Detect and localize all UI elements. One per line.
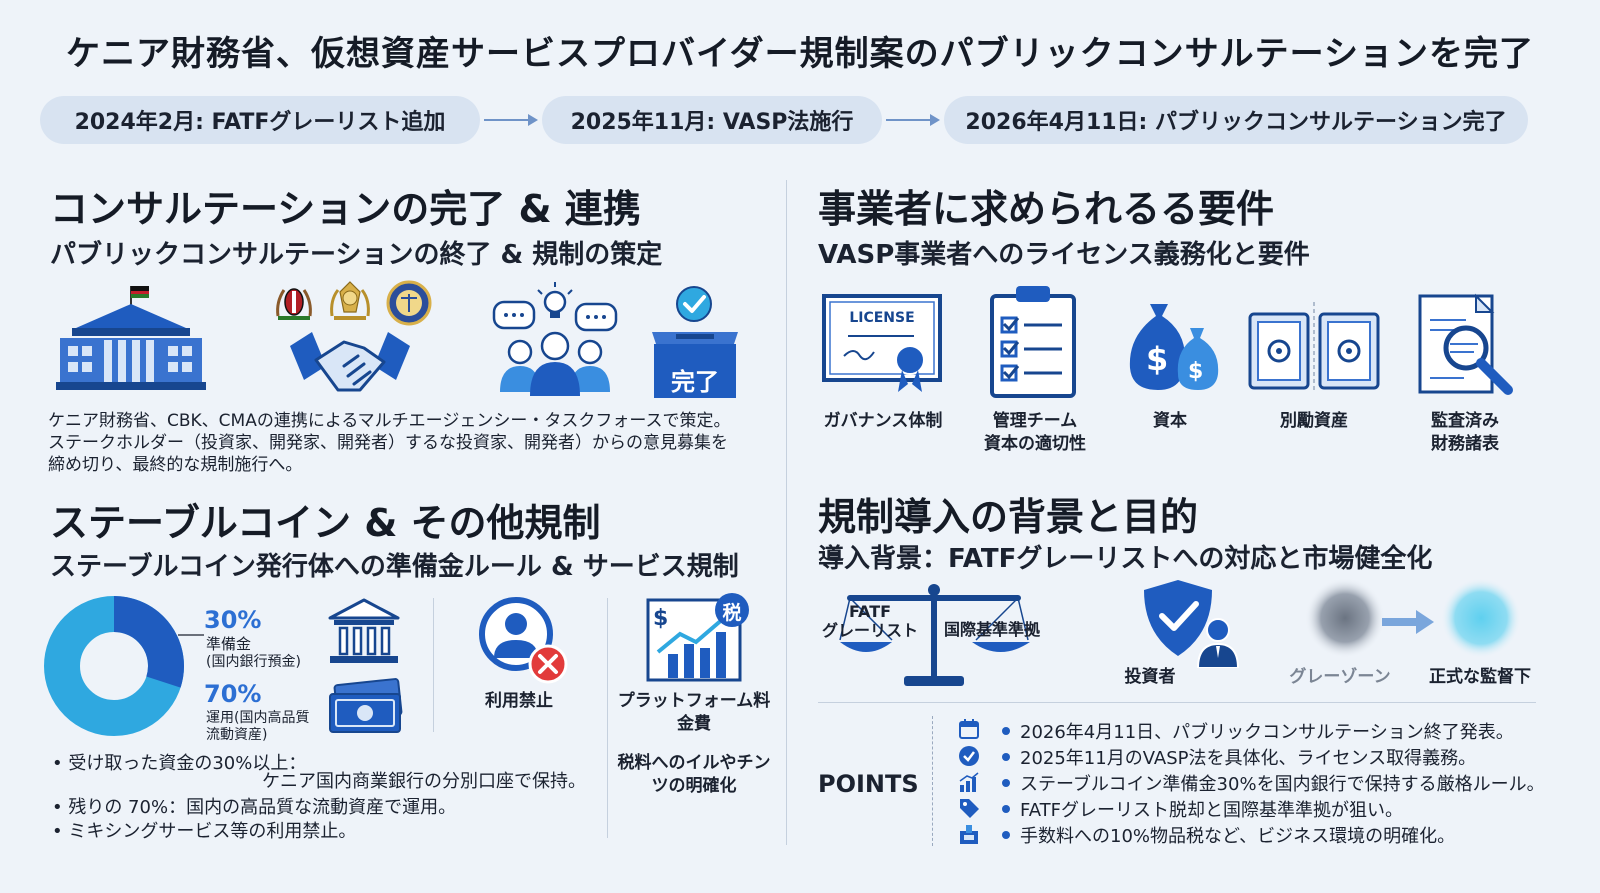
cma-seal-icon: [386, 280, 432, 326]
scale-right-label: 国際基準準拠: [944, 620, 1041, 639]
svg-text:$: $: [1146, 340, 1168, 378]
consult-heading: コンサルテーションの完了 & 連携: [50, 187, 641, 231]
divider: [433, 598, 434, 732]
timeline-arrow-icon: [886, 114, 940, 126]
req-governance: ガバナンス体制: [823, 411, 943, 431]
timeline-step-2: 2025年11月: VASP法施行: [542, 96, 882, 144]
point-text: 手数料への10%物品税など、ビジネス環境の明確化。: [1020, 826, 1456, 847]
timeline-step-1: 2024年2月: FATFグレーリスト追加: [40, 96, 480, 144]
completion-label: 完了: [671, 368, 719, 396]
bullet-operation: • 残りの 70%：国内の高品質な流動資産で運用。: [52, 797, 457, 818]
audited-statements-icon: [1414, 290, 1518, 400]
cbk-seal-icon: [326, 278, 374, 324]
gray-zone-label: グレーゾーン: [1289, 667, 1391, 687]
point-text: 2026年4月11日、パブリックコンサルテーション終了発表。: [1020, 722, 1514, 743]
point-item: FATFグレーリスト脱却と国際基準準拠が狙い。: [1002, 796, 1403, 822]
checklist-icon: [988, 282, 1078, 400]
transition-arrow-icon: [1382, 610, 1434, 634]
req-audited-statements: 監査済み 財務諸表: [1431, 411, 1499, 454]
safes-icon: [1248, 298, 1382, 394]
points-dashed-divider: [932, 716, 933, 846]
point-item: 手数料への10%物品税など、ビジネス環境の明確化。: [1002, 822, 1455, 848]
prohibited-label: 利用禁止: [485, 691, 553, 711]
operation-label: 運用(国内高品質: [206, 710, 310, 726]
user-prohibited-icon: [476, 596, 572, 688]
cash-icon: [326, 678, 406, 736]
formal-oversight-label: 正式な監督下: [1429, 667, 1531, 687]
coat-of-arms-icon: [272, 282, 316, 322]
check-circle-icon: [958, 745, 980, 767]
scale-left-label: FATF グレーリスト: [821, 602, 918, 640]
license-text: LICENSE: [849, 310, 915, 326]
req-segregated-assets: 別勵資産: [1280, 411, 1348, 431]
investor-label: 投資者: [1124, 667, 1176, 687]
tax-badge: 税: [722, 602, 742, 624]
background-heading: 規制導入の背景と目的: [818, 495, 1199, 539]
reserve-donut-chart: [44, 594, 214, 738]
divider: [607, 598, 608, 838]
point-item: ステーブルコイン準備金30%を国内銀行で保持する厳格ルール。: [1002, 770, 1545, 796]
column-divider: [786, 180, 787, 845]
tax-box-icon: [958, 823, 980, 845]
points-label: POINTS: [818, 770, 919, 798]
fee-chart-icon: [644, 592, 754, 684]
bullet-dot: [1002, 727, 1010, 735]
svg-text:$: $: [1188, 359, 1203, 384]
req-capital: 資本: [1153, 411, 1187, 431]
license-certificate-icon: [822, 294, 944, 398]
investor-shield-icon: [1140, 578, 1244, 668]
point-text: ステーブルコイン準備金30%を国内銀行で保持する厳格ルール。: [1020, 774, 1545, 795]
point-item: 2025年11月のVASP法を具体化、ライセンス取得義務。: [1002, 744, 1476, 770]
tag-icon: [958, 797, 980, 819]
platform-fee-label: プラットフォーム料金費: [617, 691, 771, 734]
bullet-dot: [1002, 805, 1010, 813]
balance-scale-icon: [834, 582, 1034, 690]
formal-oversight-icon: [1436, 578, 1526, 658]
page-title: ケニア財務省、仮想資産サービスプロバイダー規制案のパブリックコンサルテーションを…: [66, 34, 1534, 74]
team-ideas-icon: [490, 280, 620, 398]
bullet-dot: [1002, 779, 1010, 787]
point-item: 2026年4月11日、パブリックコンサルテーション終了発表。: [1002, 718, 1514, 744]
stablecoin-heading: ステーブルコイン & その他規制: [50, 501, 601, 545]
bank-icon: [326, 598, 402, 668]
stablecoin-subheading: ステーブルコイン発行体への準備金ルール & サービス規制: [50, 552, 739, 582]
bullet-reserve: • 受け取った資金の30%以上：: [52, 753, 307, 774]
calendar-icon: [958, 718, 980, 740]
bullet-dot: [1002, 831, 1010, 839]
points-divider: [818, 702, 1536, 703]
requirements-heading: 事業者に求められるる要件: [818, 187, 1275, 231]
reserve-percent: 30%: [204, 606, 262, 634]
consult-paragraph: ケニア財務省、CBK、CMAの連携によるマルチエージェンシー・タスクフォースで策…: [48, 411, 731, 475]
dollar-sign-icon: $: [653, 606, 669, 631]
government-building-icon: [56, 282, 206, 394]
gray-zone-icon: [1300, 578, 1390, 658]
bullet-mixing: • ミキシングサービス等の利用禁止。: [52, 821, 357, 842]
timeline-arrow-icon: [484, 114, 538, 126]
handshake-icon: [286, 326, 414, 398]
reserve-sublabel: (国内銀行預金): [206, 654, 301, 670]
completion-box-icon: [648, 284, 742, 400]
point-text: 2025年11月のVASP法を具体化、ライセンス取得義務。: [1020, 748, 1477, 769]
donut-segment-reserve: [113, 596, 184, 688]
req-management: 管理チーム 資本の適切性: [984, 411, 1086, 454]
money-bags-icon: $ $: [1120, 298, 1224, 394]
background-subheading: 導入背景：FATFグレーリストへの対応と市場健全化: [818, 544, 1433, 574]
timeline-step-3: 2026年4月11日: パブリックコンサルテーション完了: [944, 96, 1528, 144]
bullet-dot: [1002, 753, 1010, 761]
bullet-reserve-detail: ケニア国内商業銀行の分別口座で保持。: [262, 771, 586, 792]
operation-sublabel: 流動資産): [206, 727, 268, 743]
tax-clarification-note: 税料へのイルやチンツの明確化: [617, 753, 771, 796]
requirements-subheading: VASP事業者へのライセンス義務化と要件: [818, 240, 1310, 270]
operation-percent: 70%: [204, 680, 262, 708]
reserve-label: 準備金: [206, 635, 252, 653]
point-text: FATFグレーリスト脱却と国際基準準拠が狙い。: [1020, 800, 1403, 821]
consult-subheading: パブリックコンサルテーションの終了 & 規制の策定: [50, 240, 663, 270]
bar-chart-icon: [958, 771, 980, 793]
